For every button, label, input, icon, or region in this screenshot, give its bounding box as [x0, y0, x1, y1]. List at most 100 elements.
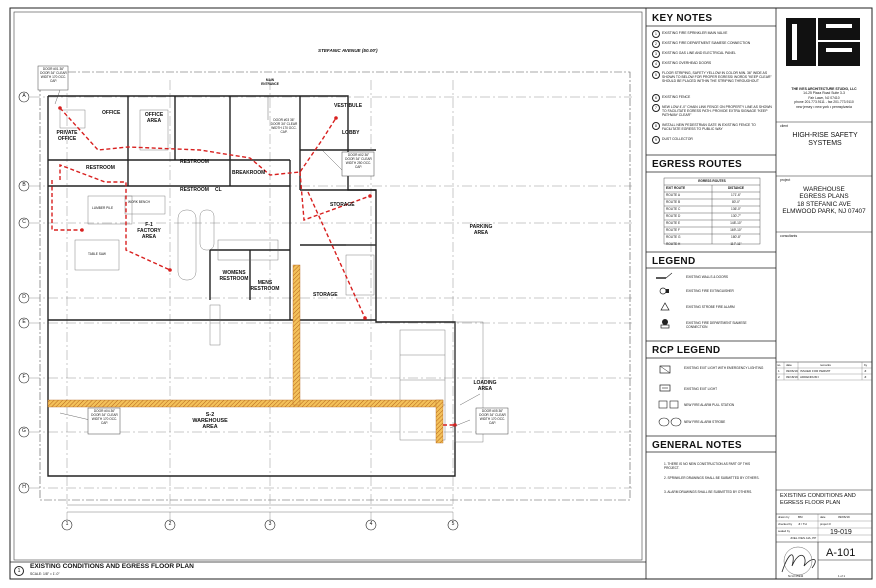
- room-private-office: PRIVATE OFFICE: [56, 130, 78, 142]
- new-strobe-icon: [658, 417, 682, 427]
- project-label: project: [780, 178, 791, 182]
- legend-text: EXISTING FIRE DEPARTMENT SIAMESE CONNECT…: [686, 321, 747, 329]
- key-note-text: EXISTING FENCE: [662, 95, 691, 99]
- rev-date: 09/06/19: [786, 369, 798, 373]
- general-note: 3. ALARM DRAWINGS SHALL BE SUBMITTED BY …: [664, 490, 753, 494]
- consultants-label: consultants: [780, 234, 798, 238]
- egress-route: ROUTE H: [666, 242, 681, 246]
- firm-block: THE IVES ARCHITECTURE STUDIO, LLC 14-25 …: [778, 87, 870, 109]
- checked-label: checked by: [778, 522, 793, 526]
- rev-header-by: by: [864, 363, 868, 367]
- egress-route: ROUTE F: [666, 228, 680, 232]
- key-note-num: 2: [652, 40, 660, 48]
- key-note-text: FLOOR STRIPING, SAFETY YELLOW IN COLOR M…: [662, 71, 772, 83]
- rev-header-remarks: remarks: [820, 363, 831, 367]
- legend-list: EXISTING WALLS & DOORS EXISTING FIRE EXT…: [652, 272, 774, 338]
- key-note-text: EXISTING FIRE SPRINKLER MAIN VALVE: [662, 31, 728, 35]
- client-name: HIGH-RISE SAFETY SYSTEMS: [792, 132, 858, 147]
- egress-route: ROUTE E: [666, 221, 681, 225]
- egress-header-route: EXIT ROUTE: [666, 186, 686, 190]
- key-note-text: DUST COLLECTOR: [662, 137, 693, 141]
- key-note-num: 4: [652, 60, 660, 68]
- key-note-num: 7: [652, 104, 660, 112]
- work-bench: WORK BENCH: [128, 200, 150, 204]
- egress-route: ROUTE G: [666, 235, 681, 239]
- exit-emergency-icon: [659, 365, 671, 374]
- pull-station-icon: [658, 400, 679, 409]
- firm-addr1: 14-25 Plaza Road Suite 3-3: [803, 91, 845, 96]
- key-note-text: EXISTING GAS LINE AND ELECTRICAL PANEL: [662, 51, 736, 55]
- street-label: STEFANIC AVENUE (50.00'): [318, 48, 378, 53]
- firm-addr2: Fair Lawn, NJ 07410: [808, 95, 840, 100]
- grid-col-4: 4: [369, 521, 373, 527]
- general-notes-title: GENERAL NOTES: [652, 440, 742, 451]
- client-label: client: [780, 124, 788, 128]
- egress-distance: 80'-0": [731, 200, 741, 204]
- egress-distance: 136'-0": [731, 207, 741, 211]
- firm-name: THE IVES ARCHITECTURE STUDIO, LLC: [791, 87, 857, 91]
- license-number: NJ AI 05942: [788, 574, 804, 578]
- key-note-text: EXISTING FIRE DEPARTMENT SIAMESE CONNECT…: [662, 41, 751, 45]
- room-office: OFFICE: [102, 110, 121, 116]
- key-notes-title: KEY NOTES: [652, 13, 713, 24]
- rev-remarks: ISSUED FOR PERMIT: [800, 369, 831, 373]
- key-note-num: 3: [652, 50, 660, 58]
- checked-value: JI / TH: [798, 522, 807, 526]
- firm-logo: [786, 18, 860, 66]
- rev-header-no: no.: [777, 363, 782, 367]
- room-restroom: RESTROOM: [86, 165, 115, 171]
- room-loading: LOADING AREA: [473, 380, 497, 392]
- egress-distance: 130'-7": [731, 214, 741, 218]
- signature: [781, 554, 816, 573]
- rcp-text: NEW FIRE ALARM STROBE: [684, 420, 726, 424]
- sheet-title: EXISTING CONDITIONS AND EGRESS FLOOR PLA…: [780, 493, 856, 506]
- room-parking: PARKING AREA: [469, 224, 493, 236]
- sheet-number: A-101: [826, 547, 856, 559]
- page-count: 1 of 1: [838, 574, 845, 578]
- rev-no: 2: [778, 375, 780, 379]
- room-restroom-3: RESTROOM: [180, 187, 209, 193]
- door-tag-02: DOOR #02 36" DOOR 34" CLEAR WIDTH 250 OC…: [345, 153, 372, 169]
- grid-row-b: B: [22, 182, 26, 188]
- legend-text: EXISTING WALLS & DOORS: [686, 275, 729, 279]
- rcp-text: NEW FIRE ALARM PULL STATION: [684, 403, 735, 407]
- rev-by: JI: [864, 369, 867, 373]
- firm-phone: phone 201.773.9111 - fax 201.773.9110: [794, 100, 854, 105]
- firm-web: new jersey • new york • pennsylvania: [796, 104, 852, 109]
- grid-row-c: C: [22, 219, 26, 225]
- date-label: date: [820, 515, 826, 519]
- key-note-text: INSTALL NEW PEDESTRIAN GATE IN EXISTING …: [662, 123, 756, 131]
- drawn-value: BM: [798, 515, 803, 519]
- project-no-label: project #: [820, 522, 831, 526]
- rev-header-date: date: [786, 363, 792, 367]
- grid-col-3: 3: [268, 521, 272, 527]
- date-value: 09/06/19: [838, 515, 850, 519]
- rcp-legend-list: EXISTING EXIT LIGHT WITH EMERGENCY LIGHT…: [652, 362, 774, 434]
- project-line-1: WAREHOUSE: [803, 186, 845, 193]
- grid-row-f: F: [22, 374, 26, 380]
- exit-light-icon: [659, 384, 671, 392]
- key-notes-list: 1 EXISTING FIRE SPRINKLER MAIN VALVE 2 E…: [652, 30, 774, 152]
- key-note-num: 8: [652, 122, 660, 130]
- room-lobby: LOBBY: [342, 130, 360, 136]
- key-note-num: 5: [652, 71, 660, 79]
- extinguisher-icon: [659, 287, 669, 295]
- grid-col-5: 5: [451, 521, 455, 527]
- room-warehouse: S-2 WAREHOUSE AREA: [192, 412, 228, 430]
- door-tag-05: DOOR #05 36" DOOR 34" CLEAR WIDTH 170 OC…: [479, 409, 506, 425]
- wall-icon: [656, 272, 673, 279]
- room-restroom-2: RESTROOM: [180, 159, 209, 165]
- room-storage-1: STORAGE: [330, 202, 355, 208]
- key-note-num: 9: [652, 136, 660, 144]
- egress-routes-title: EGRESS ROUTES: [652, 159, 743, 170]
- grid-col-2: 2: [168, 521, 172, 527]
- room-womens: WOMENS RESTROOM: [219, 270, 249, 282]
- project-line-3: 18 STEFANIC AVE: [797, 200, 851, 208]
- room-mens: MENS RESTROOM: [250, 280, 280, 292]
- door-tag-04: DOOR #04 36" DOOR 34" CLEAR WIDTH 170 OC…: [91, 409, 118, 425]
- project-no: 19-019: [830, 529, 852, 536]
- legend-text: EXISTING STROBE FIRE ALARM: [686, 305, 735, 309]
- legend-text: EXISTING FIRE EXTINGUISHER: [686, 289, 734, 293]
- rev-remarks: ADDENDUM I: [800, 375, 820, 379]
